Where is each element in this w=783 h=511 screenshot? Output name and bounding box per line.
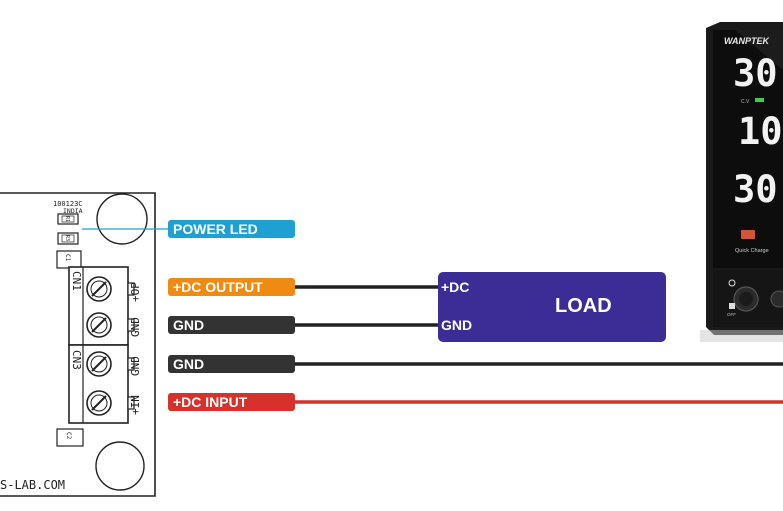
- screw-in: [86, 390, 112, 416]
- psu-power-label: OFF: [727, 312, 736, 317]
- pin-gnd-bottom-label: GND: [129, 356, 142, 376]
- label-gnd-bottom: GND: [168, 355, 295, 373]
- screw-gnd-top: [86, 312, 112, 338]
- label-gnd-bottom-text: GND: [173, 356, 204, 372]
- connector-cn1-label: CN1: [70, 271, 83, 291]
- psu-power-switch-icon: [728, 279, 736, 287]
- board-website: S-LAB.COM: [0, 478, 65, 492]
- label-dc-output-text: +DC OUTPUT: [173, 279, 263, 295]
- usb-port-icon: [741, 230, 755, 239]
- pin-in-label: +IN: [129, 395, 142, 415]
- label-power-led-text: POWER LED: [173, 221, 258, 237]
- connector-cn3-label: CN3: [70, 350, 83, 370]
- psu-terminal-icon: [770, 290, 783, 308]
- label-dc-input-text: +DC INPUT: [173, 394, 248, 410]
- psu-display-current: 10.: [738, 110, 783, 153]
- capacitor-c1-label: C1: [64, 254, 71, 262]
- board-code: 100123C: [53, 200, 83, 208]
- label-gnd-top: GND: [168, 316, 295, 334]
- pcb-board: 100123C INDIA R1 R3 C1: [0, 192, 156, 497]
- resistor-r3-label: R3: [64, 235, 70, 241]
- load-box: +DC GND LOAD: [438, 272, 666, 342]
- load-pin-gnd: GND: [441, 317, 472, 333]
- label-gnd-top-text: GND: [173, 317, 204, 333]
- psu-display-voltage: 30.: [733, 52, 783, 95]
- screw-gnd-bottom: [86, 351, 112, 377]
- pin-gnd-top-label: GND: [129, 317, 142, 337]
- mounting-hole-bottom: [95, 441, 145, 491]
- load-pin-dc: +DC: [441, 279, 469, 295]
- board-origin: INDIA: [63, 207, 83, 215]
- resistor-r1-label: R1: [64, 216, 70, 222]
- power-supply: WANPTEK 30. C.V 10. 30 Quick Charge OFF: [700, 22, 783, 342]
- mounting-hole-top: [96, 193, 148, 245]
- psu-display-power: 30: [733, 168, 778, 211]
- psu-cv-led: [755, 98, 764, 102]
- psu-usb-label: Quick Charge: [735, 248, 769, 254]
- load-title: LOAD: [555, 295, 612, 317]
- label-dc-output: +DC OUTPUT: [168, 278, 295, 296]
- label-dc-input: +DC INPUT: [168, 393, 295, 411]
- psu-brand: WANPTEK: [724, 36, 771, 46]
- wires: [82, 228, 783, 404]
- label-power-led: POWER LED: [168, 220, 295, 238]
- psu-cv-label: C.V: [741, 99, 750, 105]
- capacitor-c2: [56, 428, 84, 447]
- pin-op-label: +OP: [129, 282, 142, 302]
- screw-op: [86, 276, 112, 302]
- capacitor-c2-label: C2: [65, 432, 72, 440]
